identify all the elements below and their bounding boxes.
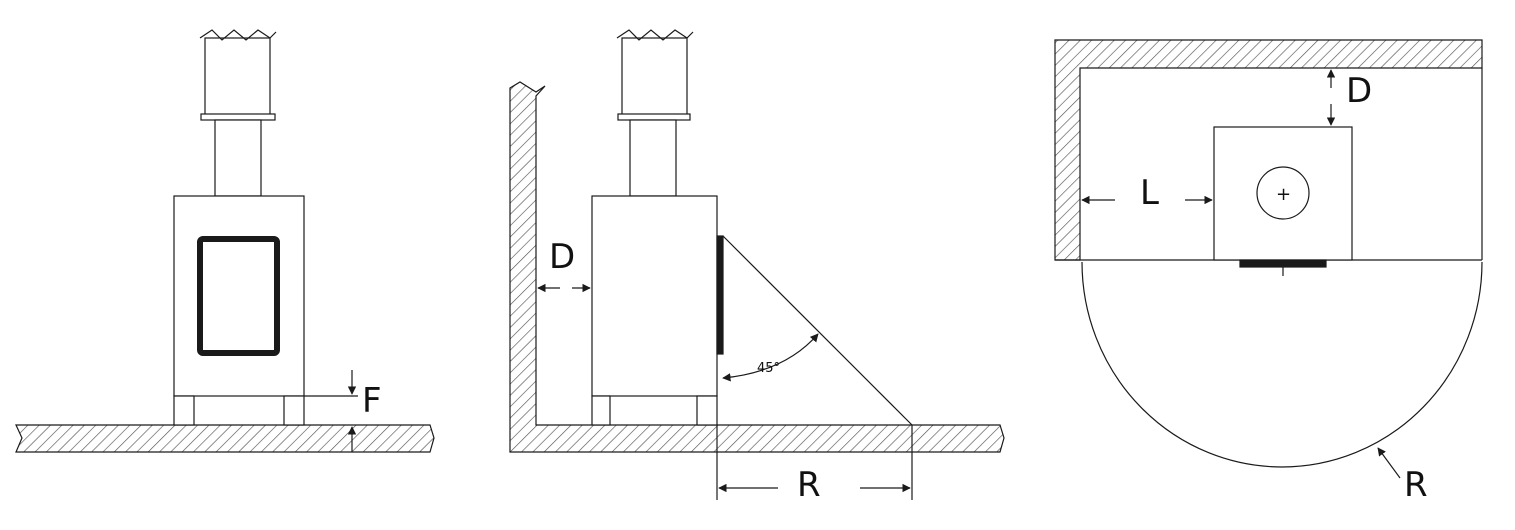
side-angle-arc [722,333,819,382]
side-chimney-pipe [621,37,688,116]
front-flue-pipe [214,119,262,197]
top-l-label: L [1140,173,1159,213]
side-flue-pipe [629,119,677,197]
front-left-leg [173,395,195,426]
top-r-label: R [1404,465,1428,505]
side-front-leg [696,395,718,426]
side-rear-leg [591,395,611,426]
front-f-label: F [362,381,382,421]
side-wall-and-floor [509,81,1005,453]
top-flue-circle [1256,166,1310,220]
side-stove-glass [716,235,724,355]
top-d-label: D [1346,71,1372,111]
front-stove-door [197,236,280,356]
front-chimney-break [199,29,277,41]
side-d-label: D [549,237,575,277]
front-flue-collar [200,113,276,121]
top-radius-arc [1081,261,1483,468]
top-stove-door [1239,259,1327,268]
front-view [15,29,435,453]
side-radiation-line [722,235,913,426]
front-floor [15,424,435,453]
side-r-label: R [797,465,821,505]
front-right-leg [283,395,305,426]
side-view [509,29,1005,500]
side-flue-collar [617,113,691,121]
front-chimney-pipe [204,37,271,116]
top-r-leader [1377,447,1401,479]
side-angle-label: 45° [757,361,780,376]
side-stove-body [591,195,718,397]
top-flue-center-mark: + [1276,184,1291,205]
side-chimney-break [616,29,694,41]
top-view [1054,39,1483,479]
front-stove-body [173,195,305,397]
